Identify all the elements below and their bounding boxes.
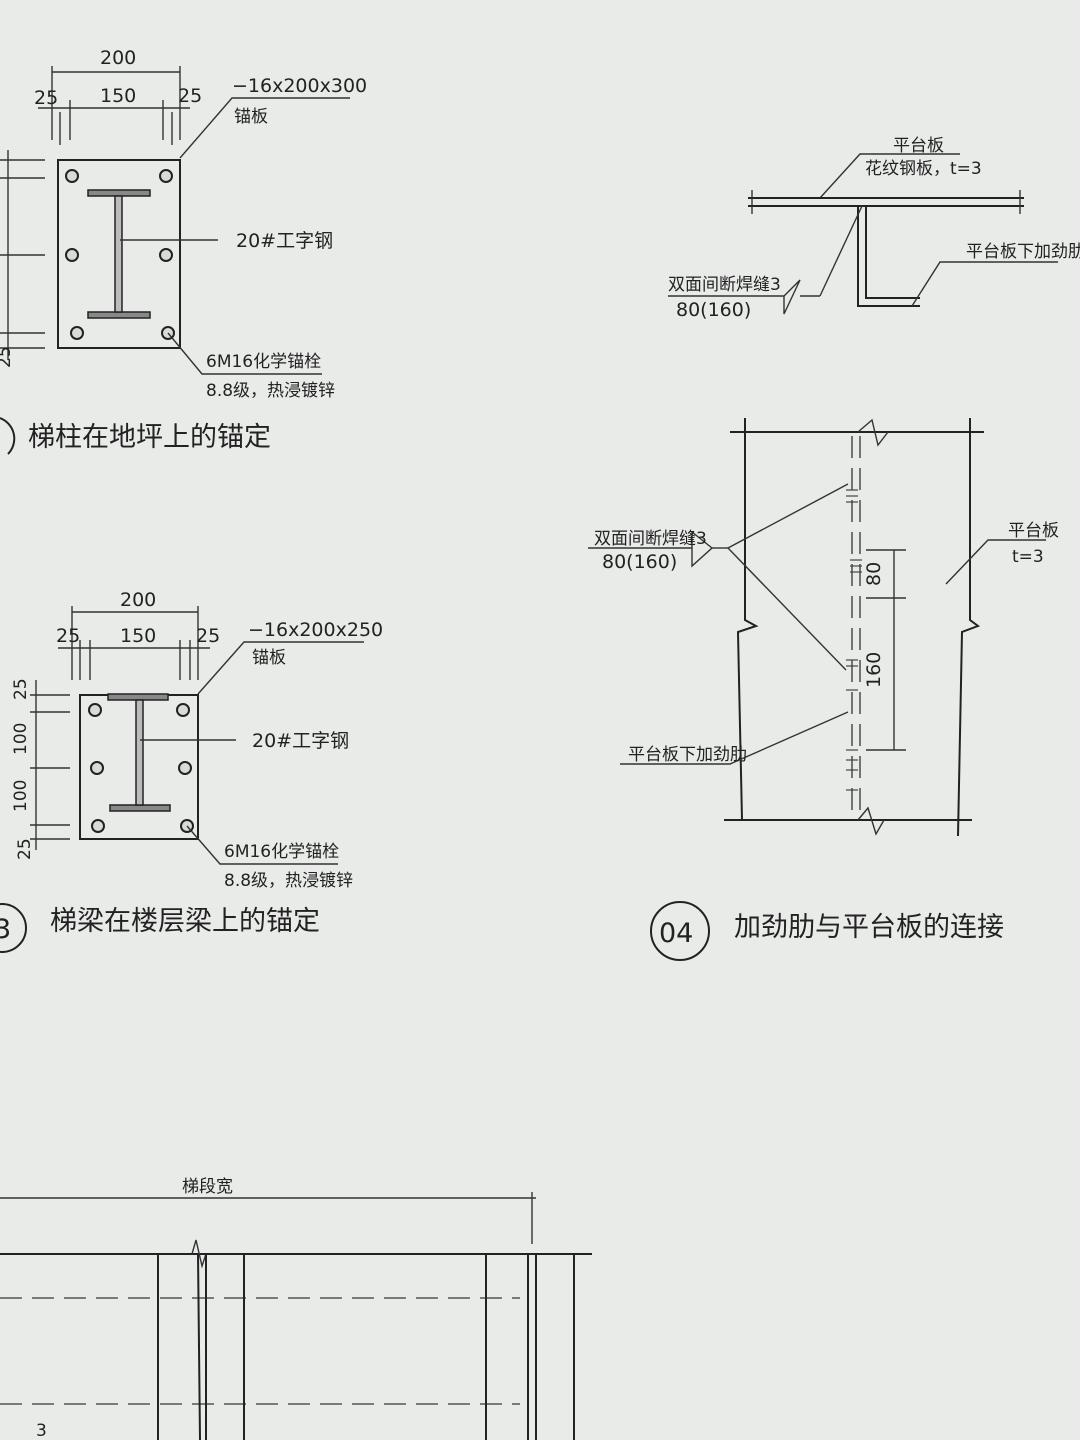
stringer-line: [197, 1253, 201, 1440]
bolt-icon: [88, 703, 102, 717]
bolt-icon: [70, 326, 84, 340]
break-mark: [857, 418, 889, 447]
dim-left-label: 25: [34, 87, 58, 109]
dim-total-label: 200: [100, 47, 136, 69]
dim-right-label: 25: [178, 85, 202, 107]
width-label: 梯段宽: [182, 1177, 233, 1197]
plate-label: 花纹钢板，t=3: [865, 159, 982, 179]
rib-angle: [857, 206, 920, 307]
bolt-leader: [186, 825, 338, 865]
bolt-icon: [178, 761, 192, 775]
dim-160-label: 160: [863, 652, 885, 688]
rib-label: 平台板下加劲肋: [966, 242, 1080, 262]
break-mark: [857, 806, 885, 836]
side-dim-2: 125: [0, 268, 3, 300]
break-line-left: [736, 418, 759, 821]
dim-left-label: 25: [56, 625, 80, 647]
plate-thk-label: t=3: [1012, 547, 1044, 567]
detail-number-circle: [650, 901, 710, 961]
weld-label: 双面间断焊缝3: [594, 529, 707, 549]
plate-leader: [179, 97, 350, 159]
weld-arrow: [727, 547, 847, 671]
detail-b-caption: 梯梁在楼层梁上的锚定: [50, 906, 320, 937]
bolt-spec-label: 6M16化学锚栓: [224, 842, 339, 862]
side-dim-1: 100: [11, 723, 31, 755]
plate-name-label: 锚板: [252, 648, 286, 668]
i-beam-section: [87, 189, 151, 319]
plate-spec-label: −16x200x300: [232, 75, 367, 97]
bolt-icon: [90, 761, 104, 775]
detail-number-circle: [0, 417, 16, 455]
bolt-grade-label: 8.8级，热浸镀锌: [206, 381, 335, 401]
side-dim-top: 25: [11, 678, 31, 700]
break-mark: [191, 1239, 207, 1269]
side-dim-3: 25: [0, 346, 15, 368]
weld-spacing: 80(160): [602, 551, 677, 573]
weld-arrow: [819, 205, 863, 297]
detail-rib-section: 平台板 花纹钢板，t=3 双面间断焊缝3 80(160) 平台板下加劲肋: [668, 136, 1080, 321]
rib-leader: [620, 711, 849, 765]
dim-total-label: 200: [120, 589, 156, 611]
bolt-spec-label: 6M16化学锚栓: [206, 352, 321, 372]
bolt-icon: [176, 703, 190, 717]
bolt-icon: [91, 819, 105, 833]
detail-b-number: 3: [0, 914, 11, 945]
bolt-leader: [167, 332, 322, 375]
bolt-grade-label: 8.8级，热浸镀锌: [224, 871, 353, 891]
section-label: 20#工字钢: [236, 230, 333, 252]
weld-label: 双面间断焊缝3: [668, 275, 781, 295]
top-label: 平台板: [893, 136, 944, 156]
detail-beam-anchor: 200 25 150 25 25 100 100 25 −16x200x250 …: [0, 589, 383, 953]
detail-d-caption: 加劲肋与平台板的连接: [734, 912, 1004, 943]
bolt-icon: [65, 169, 79, 183]
side-dim-2: 100: [11, 780, 31, 812]
detail-rib-plan: 双面间断焊缝3 80(160) 80 160 平台板 t=3 平台板下加劲肋 0…: [588, 418, 1059, 961]
detail-number-circle: [0, 903, 27, 953]
plate-spec-label: −16x200x250: [248, 619, 383, 641]
i-beam-section: [107, 693, 171, 812]
weld-spacing: 80(160): [676, 299, 751, 321]
dim-mid-label: 150: [100, 85, 136, 107]
plate-name-label: 锚板: [234, 107, 268, 127]
dim-mid-label: 150: [120, 625, 156, 647]
bolt-icon: [159, 248, 173, 262]
plate-leader: [819, 153, 960, 199]
rib-label: 平台板下加劲肋: [628, 745, 747, 765]
plate-leader: [197, 641, 364, 695]
bolt-icon: [65, 248, 79, 262]
detail-d-number: 04: [659, 918, 693, 949]
plate-label: 平台板: [1008, 521, 1059, 541]
weld-symbol-icon: [668, 279, 801, 315]
dim-80-label: 80: [863, 562, 885, 586]
detail-a-caption: 梯柱在地坪上的锚定: [28, 422, 271, 453]
side-dim-bottom: 25: [15, 838, 35, 860]
detail-column-anchor: 200 25 150 25 125 125 25 −16x200x300 锚板: [0, 47, 367, 455]
weld-mark-label: 3: [36, 1421, 47, 1440]
plate-leader: [945, 539, 1046, 585]
break-line-right: [957, 418, 981, 837]
anchor-plate: [57, 159, 181, 349]
detail-stair-width: 梯段宽 3: [0, 1177, 592, 1440]
weld-arrow: [727, 483, 849, 549]
side-dim-1: 125: [0, 193, 3, 225]
bolt-icon: [159, 169, 173, 183]
section-label: 20#工字钢: [252, 730, 349, 752]
rib-angle: [865, 206, 920, 299]
dim-right-label: 25: [196, 625, 220, 647]
rib-leader: [911, 261, 1058, 307]
weld-symbol-icon: [691, 531, 714, 568]
weld-hatch: [846, 489, 862, 791]
